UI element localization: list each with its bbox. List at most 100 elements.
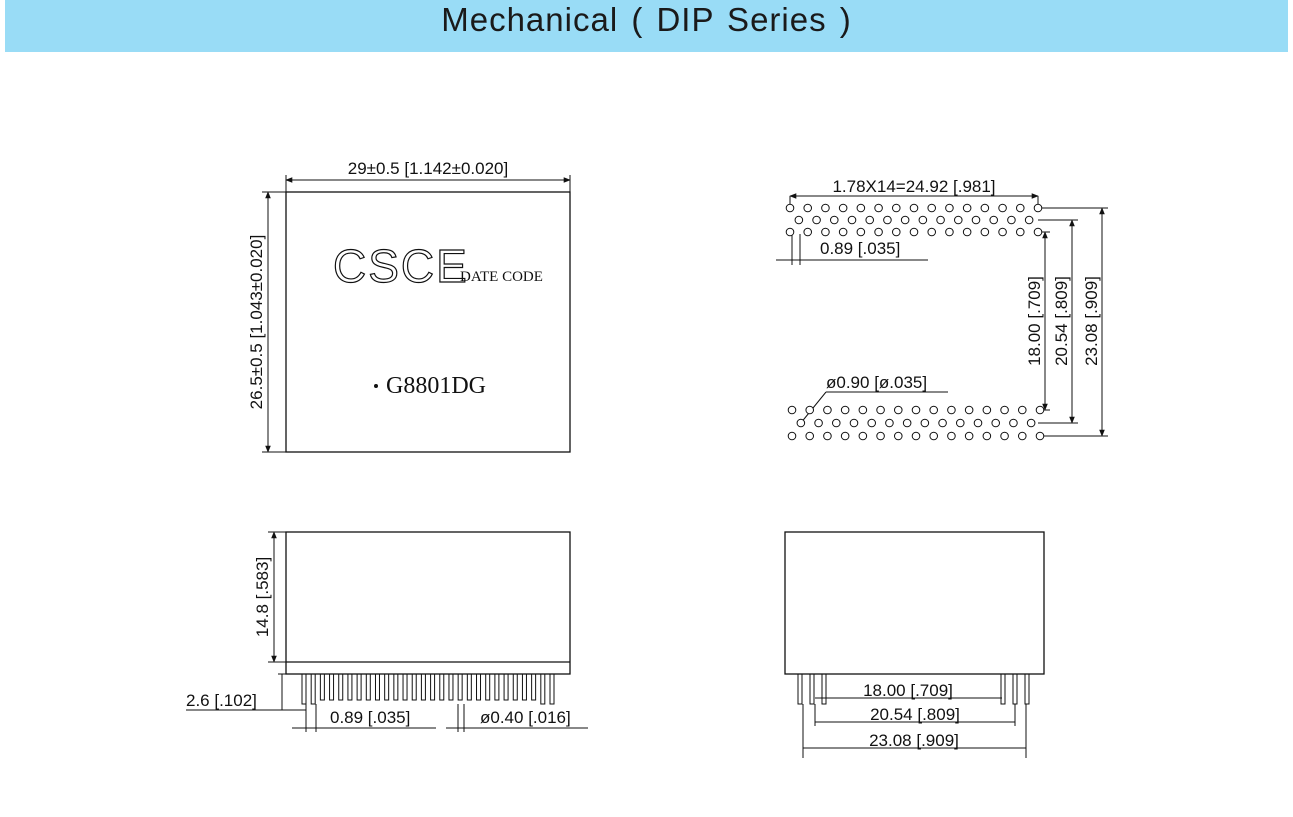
part-number: G8801DG (386, 373, 486, 399)
pin-hole (1017, 431, 1027, 441)
pin-hole (1017, 405, 1027, 415)
top-width-dimension: 29±0.5 [1.142±0.020] (348, 159, 508, 178)
pin-lead (797, 673, 803, 705)
pin-hole (909, 203, 919, 213)
page-title: Mechanical ( DIP Series ) (441, 1, 852, 38)
pin-hole (920, 418, 930, 428)
pin-hole (911, 405, 921, 415)
pin-hole (840, 431, 850, 441)
pin-diameter-dimension: ø0.40 [.016] (480, 708, 571, 727)
pin-hole (927, 203, 937, 213)
pin-hole (918, 215, 928, 225)
pin-hole (955, 418, 965, 428)
pin-lead (476, 673, 482, 701)
pin-hole (794, 215, 804, 225)
pin-hole (856, 227, 866, 237)
hole-diameter-label: ø0.90 [ø.035] (826, 373, 927, 392)
pin-hole (962, 227, 972, 237)
pin-hole (953, 215, 963, 225)
pin-offset-dimension: 0.89 [.035] (330, 708, 410, 727)
pin-hole (867, 418, 877, 428)
pin-pitch-dimension: 1.78X14=24.92 [.981] (832, 177, 995, 196)
pin-hole (858, 405, 868, 415)
pin-hole (885, 418, 894, 428)
pin-hole (821, 203, 830, 213)
pin-lead (512, 673, 518, 701)
pin-lead (420, 673, 426, 701)
pin-hole (812, 215, 821, 225)
pin-hole (1026, 418, 1036, 428)
pin-lead (430, 673, 436, 701)
pin-hole (1033, 227, 1043, 237)
pin-hole (876, 405, 885, 415)
end-dim-3: 23.08 [.909] (869, 731, 959, 750)
row-spacing-3: 23.08 [.909] (1082, 276, 1101, 366)
header-banner: Mechanical ( DIP Series ) (5, 0, 1288, 52)
pin-hole (874, 203, 883, 213)
pin-lead (457, 673, 463, 701)
pin-hole (998, 227, 1007, 237)
standoff-dimension: 2.6 [.102] (186, 691, 257, 710)
pin-hole (893, 405, 903, 415)
pin-lead (347, 673, 353, 701)
pin-hole (787, 405, 797, 415)
pin-lead (821, 673, 827, 705)
pin-lead (448, 673, 454, 701)
date-code-label: DATE CODE (460, 269, 543, 285)
pin-hole (803, 227, 813, 237)
pin-lead (1000, 673, 1006, 705)
pin-hole (1009, 418, 1018, 428)
pin-lead (411, 673, 417, 701)
pin-hole (876, 431, 885, 441)
pin1-dot-icon (374, 384, 378, 388)
pin-lead (439, 673, 445, 701)
pin-hole (865, 215, 875, 225)
pin-hole (982, 431, 992, 441)
pin-hole (787, 431, 797, 441)
pin-hole (856, 203, 866, 213)
pin-hole (998, 203, 1007, 213)
pin-hole (847, 215, 857, 225)
pin-hole (927, 227, 937, 237)
end-view-body (784, 531, 1045, 675)
pin-hole (1024, 215, 1034, 225)
pin-hole (1015, 227, 1025, 237)
pin-hole (973, 418, 983, 428)
side-view-body (285, 531, 571, 675)
pin-hole (840, 405, 850, 415)
pin-hole (1035, 405, 1045, 415)
pin-hole (805, 431, 815, 441)
pin-hole (829, 215, 839, 225)
pin-hole (883, 215, 892, 225)
pin-lead (503, 673, 509, 701)
pin-hole (947, 431, 956, 441)
pin-hole (1000, 405, 1009, 415)
pin-hole (962, 203, 972, 213)
pin-hole (909, 227, 919, 237)
pin-layout-view: 1.78X14=24.92 [.981] 0.89 [.035] ø0.90 [… (776, 177, 1108, 441)
pin-hole (823, 405, 832, 415)
pin-hole (803, 203, 813, 213)
pin-hole (1000, 431, 1009, 441)
pin-lead (494, 673, 500, 701)
pin-hole (1007, 215, 1016, 225)
pin-lead (338, 673, 344, 701)
pin-lead (356, 673, 362, 701)
pin-hole (938, 418, 947, 428)
end-dim-1: 18.00 [.709] (863, 681, 953, 700)
pin-lead (329, 673, 335, 701)
pin-hole (823, 431, 832, 441)
pin-lead (531, 673, 537, 701)
row-spacing-1: 18.00 [.709] (1025, 276, 1044, 366)
pin-hole (964, 405, 974, 415)
pin-hole (805, 405, 815, 415)
pin-hole (936, 215, 945, 225)
pin-hole (945, 227, 954, 237)
pin-hole (1015, 203, 1025, 213)
pin-hole (838, 203, 848, 213)
pin-lead (301, 673, 307, 705)
pin-hole (849, 418, 859, 428)
pin-hole (902, 418, 912, 428)
pin-lead (1024, 673, 1030, 705)
